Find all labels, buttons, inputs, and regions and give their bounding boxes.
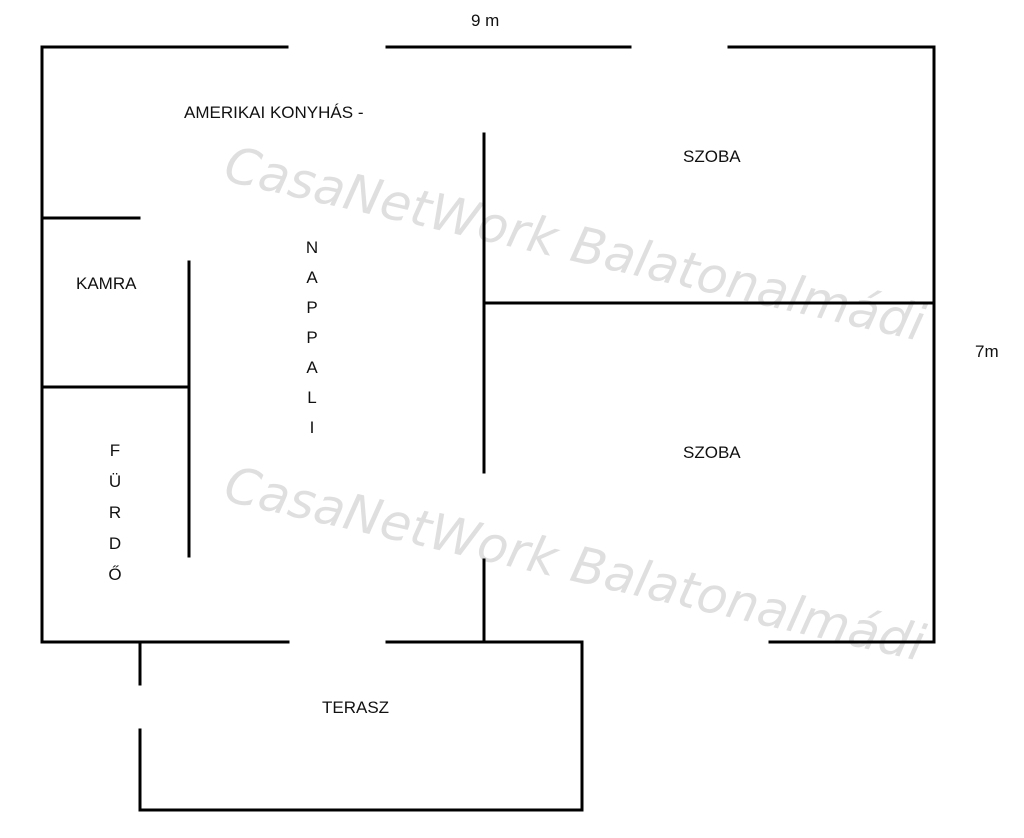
vertical-letter: N — [306, 238, 318, 257]
vertical-letter: R — [109, 503, 121, 522]
vertical-letter: I — [310, 418, 315, 437]
terrace-walls — [138, 640, 584, 812]
vertical-letter: Ü — [109, 472, 121, 491]
room-label-terrace: TERASZ — [322, 698, 389, 717]
dimension-height: 7m — [975, 342, 999, 361]
vertical-letter: A — [306, 268, 318, 287]
vertical-letter: P — [306, 328, 317, 347]
room-label-kitchen: AMERIKAI KONYHÁS - — [184, 103, 363, 122]
vertical-letter: D — [109, 534, 121, 553]
room-label-room-bottom: SZOBA — [683, 443, 741, 462]
vertical-letter: L — [307, 388, 316, 407]
watermark-top: CasaNetWork Balatonalmádi — [219, 135, 930, 353]
vertical-letter: A — [306, 358, 318, 377]
vertical-letter: F — [110, 441, 120, 460]
interior-walls — [40, 132, 936, 644]
room-label-room-top: SZOBA — [683, 147, 741, 166]
room-label-pantry: KAMRA — [76, 274, 137, 293]
vertical-letter: Ő — [108, 565, 121, 584]
vertical-letter: P — [306, 298, 317, 317]
outer-walls — [40, 45, 936, 644]
watermark-bottom: CasaNetWork Balatonalmádi — [219, 455, 930, 673]
dimension-width: 9 m — [471, 11, 499, 30]
